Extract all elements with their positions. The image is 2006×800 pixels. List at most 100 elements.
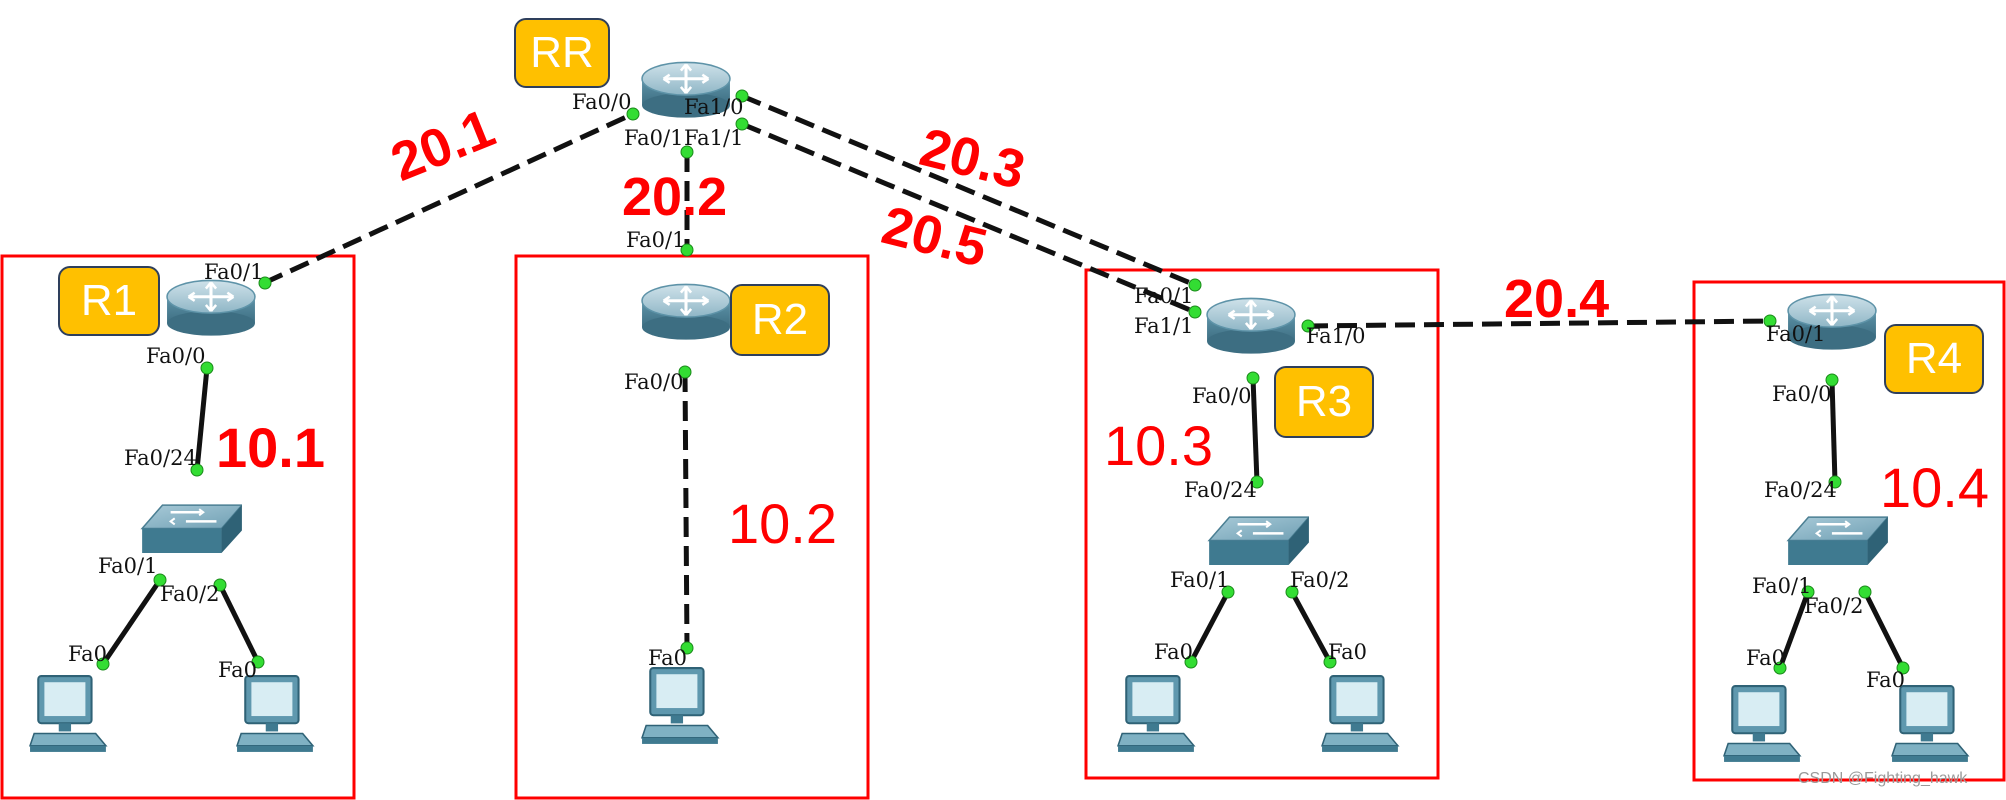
port-dot (1825, 373, 1839, 387)
pc-3a-icon[interactable] (1117, 675, 1195, 753)
port-dot (200, 361, 214, 375)
router-r2-icon[interactable] (640, 282, 732, 342)
port-dot (680, 145, 694, 159)
port-dot (1801, 585, 1815, 599)
lan-label-r3: 10.3 (1104, 414, 1213, 477)
port-label: Fa0 (68, 642, 108, 666)
link-sw4-pc4b[interactable] (1862, 590, 1906, 670)
pc-3b-icon[interactable] (1321, 675, 1399, 753)
port-dot (1773, 661, 1787, 675)
port-label: Fa0/0 (1772, 382, 1832, 406)
port-dot (1246, 371, 1260, 385)
link-sw3-pc3b[interactable] (1289, 590, 1333, 664)
port-dot (190, 463, 204, 477)
port-dot (1250, 475, 1264, 489)
link-sw1-pc1a[interactable] (100, 578, 163, 666)
link-rr-r3-b[interactable] (741, 121, 1196, 315)
link-r1-sw1[interactable] (194, 367, 210, 471)
router-r1-badge: R1 (58, 266, 160, 336)
link-r3-r4[interactable] (1307, 318, 1771, 329)
port-dot (1858, 585, 1872, 599)
port-label: Fa0/1 (1134, 284, 1194, 308)
port-label: Fa0 (1328, 640, 1368, 664)
link-rr-r1[interactable] (262, 110, 637, 286)
port-label: Fa0/0 (624, 370, 684, 394)
port-dot (96, 657, 110, 671)
link-r3-sw3[interactable] (1250, 377, 1260, 483)
port-dot (678, 365, 692, 379)
switch-4-icon[interactable] (1786, 515, 1888, 567)
router-r1-icon[interactable] (165, 278, 257, 338)
link-r2-pc2[interactable] (682, 371, 690, 649)
switch-3-icon[interactable] (1207, 515, 1309, 567)
pc-2-icon[interactable] (641, 667, 719, 745)
link-label-rr-r2: 20.2 (622, 167, 728, 227)
port-dot (1763, 314, 1777, 328)
router-r4-badge: R4 (1884, 324, 1984, 394)
port-label: Fa0/2 (160, 582, 220, 606)
port-label: Fa0/24 (124, 446, 197, 470)
port-label: Fa0 (1154, 640, 1194, 664)
port-dot (1184, 655, 1198, 669)
port-dot (735, 89, 749, 103)
port-label: Fa0/24 (1764, 478, 1837, 502)
port-dot (735, 117, 749, 131)
port-dot (213, 578, 227, 592)
link-sw3-pc3a[interactable] (1188, 590, 1231, 664)
port-label: Fa1/0 (1306, 324, 1366, 348)
lan-label-r4: 10.4 (1880, 456, 1989, 519)
port-dot (680, 243, 694, 257)
port-dot (1323, 655, 1337, 669)
pc-4b-icon[interactable] (1891, 685, 1969, 763)
port-dot (1301, 319, 1315, 333)
port-label: Fa0/1 (98, 554, 158, 578)
port-dot (1828, 475, 1842, 489)
lan-frame-r1 (0, 254, 356, 800)
lan-frame-r3 (1084, 268, 1440, 780)
port-dot (153, 573, 167, 587)
lan-label-r2: 10.2 (728, 492, 837, 555)
port-label: Fa0 (1866, 668, 1906, 692)
port-label: Fa0/1 (1752, 574, 1812, 598)
port-label: Fa0/1 (1766, 322, 1826, 346)
port-label: Fa0 (218, 658, 258, 682)
pc-4a-icon[interactable] (1723, 685, 1801, 763)
link-rr-r3-a[interactable] (741, 93, 1196, 288)
port-label: Fa0/24 (1184, 478, 1257, 502)
port-label: Fa1/0 (684, 95, 744, 119)
router-r3-badge: R3 (1274, 366, 1374, 438)
port-label: Fa0/1 (204, 260, 264, 284)
port-label: Fa0 (648, 646, 688, 670)
link-r4-sw4[interactable] (1829, 379, 1838, 483)
port-dot (258, 276, 272, 290)
port-dot (1896, 661, 1910, 675)
lan-label-r1: 10.1 (216, 416, 325, 479)
pc-1a-icon[interactable] (29, 675, 107, 753)
port-label: Fa0/1 (1170, 568, 1230, 592)
link-sw4-pc4a[interactable] (1777, 591, 1811, 669)
port-dot (1188, 278, 1202, 292)
port-label: Fa1/1 (684, 126, 744, 150)
watermark: CSDN @Fighting_hawk (1798, 770, 1968, 787)
port-dot (1221, 585, 1235, 599)
router-r2-badge: R2 (730, 284, 830, 356)
port-label: Fa0/0 (572, 90, 632, 114)
pc-1b-icon[interactable] (236, 675, 314, 753)
port-label: Fa0/0 (146, 344, 206, 368)
link-label-r3-r4: 20.4 (1504, 269, 1610, 329)
port-label: Fa0 (1746, 646, 1786, 670)
router-rr-badge: RR (514, 18, 610, 88)
port-dot (626, 107, 640, 121)
lan-frame-r2 (514, 254, 870, 800)
port-dot (680, 641, 694, 655)
port-label: Fa0/1 (624, 126, 684, 150)
switch-1-icon[interactable] (140, 503, 242, 555)
port-dot (1285, 585, 1299, 599)
lan-frame-r4 (1692, 280, 2006, 782)
link-sw1-pc1b[interactable] (217, 583, 261, 664)
router-r3-icon[interactable] (1205, 296, 1297, 356)
port-dot (1188, 305, 1202, 319)
port-label: Fa0/0 (1192, 384, 1252, 408)
port-label: Fa0/2 (1804, 594, 1864, 618)
